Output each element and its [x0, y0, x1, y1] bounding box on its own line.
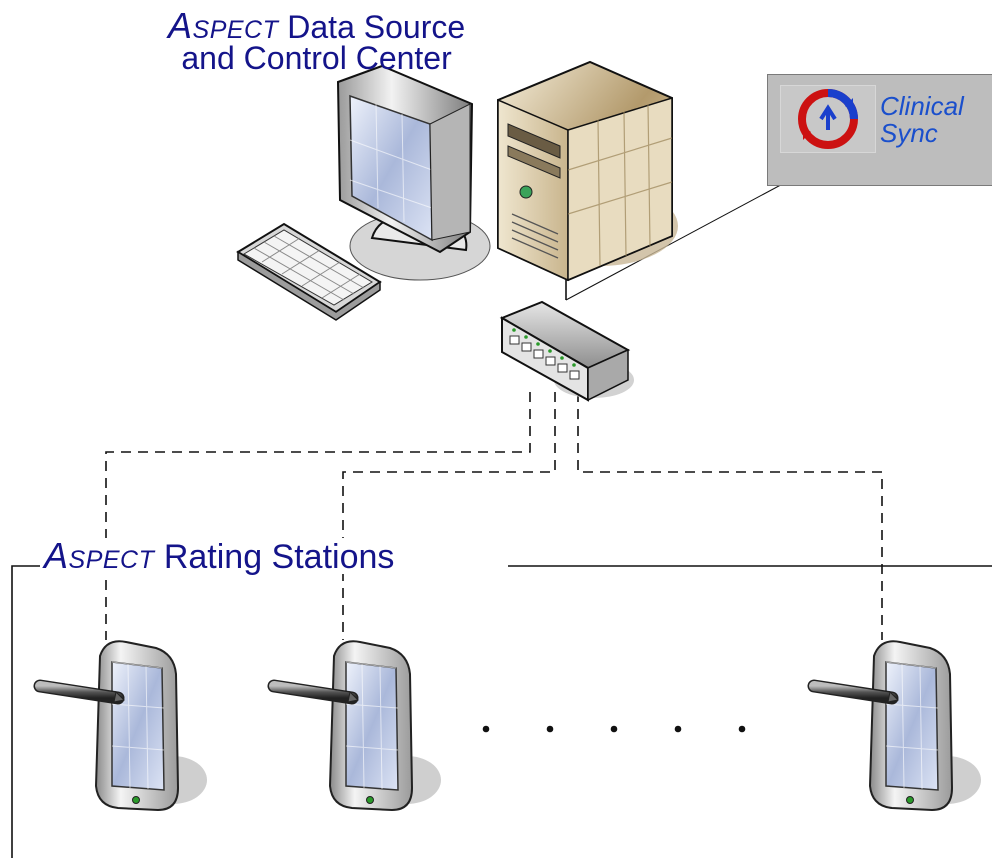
link-tablet-2 [342, 392, 556, 640]
rating-station-tablet-2 [274, 641, 441, 810]
server-title-line1: Data Source [278, 9, 466, 45]
server-title-line2: and Control Center [181, 40, 452, 76]
server-title-brand: ASPECT [168, 5, 279, 46]
callout-leader-line [565, 179, 791, 301]
more-stations-ellipsis [482, 725, 746, 733]
link-tablet-1 [105, 392, 531, 640]
link-tablet-3 [577, 392, 883, 640]
clinical-sync-label: Clinical Sync [880, 91, 964, 149]
stations-bracket [11, 565, 992, 858]
stations-title-brand: ASPECT [44, 535, 155, 576]
rating-stations-title: ASPECT Rating Stations [44, 535, 403, 576]
rating-station-tablet-1 [40, 641, 207, 810]
server-tower-icon [497, 60, 678, 282]
network-switch-icon [499, 300, 634, 402]
dashed-links [105, 392, 883, 640]
clinical-sync-callout: Clinical Sync [767, 74, 992, 186]
rating-station-tablet-3 [814, 641, 981, 810]
stations-title-text: Rating Stations [154, 538, 395, 576]
clinical-sync-icon [780, 85, 876, 153]
keyboard-icon [236, 222, 382, 321]
monitor-icon [336, 64, 491, 281]
server-title: ASPECT Data Source and Control Center [168, 5, 466, 76]
